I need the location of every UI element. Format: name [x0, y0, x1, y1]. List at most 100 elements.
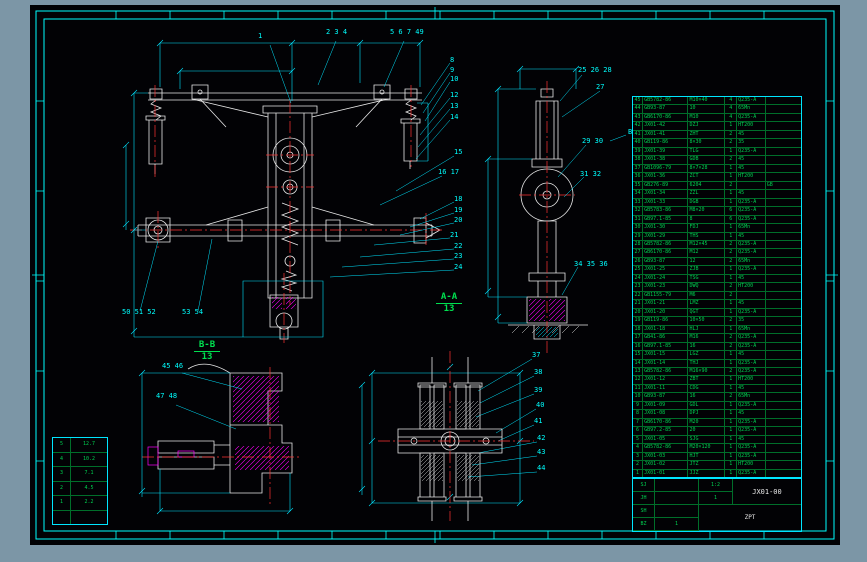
title-block-cell [655, 505, 699, 518]
part-code-cell: JX01-11 [643, 384, 689, 393]
revision-row [53, 510, 107, 525]
main-view-hatching [272, 297, 296, 309]
part-note-cell [766, 258, 801, 265]
parts-list-row: 23 JX01-23 DWQ 2 HT200 [633, 283, 801, 292]
part-material-cell: Q235-A [737, 97, 766, 105]
part-note-cell [766, 266, 801, 273]
part-name-cell: ZCT [688, 173, 726, 181]
part-note-cell [766, 131, 801, 138]
part-note-cell [766, 444, 801, 451]
part-qty-cell: 1 [725, 418, 738, 427]
part-material-cell: 45 [737, 410, 766, 418]
revision-index-cell: 4 [53, 452, 71, 466]
part-name-cell: 10 [688, 105, 726, 113]
part-note-cell [766, 385, 801, 392]
part-material-cell: Q235-A [737, 334, 766, 342]
section-name: A-A [440, 292, 458, 302]
part-material-cell: 45 [737, 190, 766, 198]
part-note-cell [766, 114, 801, 121]
title-block-qty: 1 [699, 492, 733, 505]
revision-value-cell: 12.7 [82, 441, 96, 447]
revision-value-cell [71, 511, 107, 525]
part-code-cell: JX01-25 [643, 266, 689, 274]
title-block-cell [655, 492, 699, 505]
parts-list-row: 22 GB1155-79 M6 2 [633, 291, 801, 301]
part-code-cell: JX01-12 [643, 376, 689, 384]
part-note-cell [766, 139, 801, 146]
part-callout: 40 [536, 401, 545, 409]
part-note-cell [766, 173, 801, 180]
parts-list-row: 25 JX01-25 ZJB 1 Q235-A [633, 266, 801, 275]
part-material-cell [737, 181, 766, 190]
part-qty-cell: 4 [725, 97, 738, 105]
part-material-cell [737, 291, 766, 300]
part-code-cell: JX01-02 [643, 461, 689, 469]
part-callout: 45 46 [162, 362, 184, 370]
part-note-cell [766, 343, 801, 350]
part-number-cell: 15 [633, 351, 644, 359]
parts-list-row: 15 JX01-15 LGZ 1 45 [633, 351, 801, 360]
part-qty-cell: 1 [725, 122, 738, 130]
part-number-cell: 14 [633, 359, 644, 367]
section-label: B-B 13 [194, 341, 220, 362]
revision-index-cell: 3 [53, 467, 71, 481]
section-sheet-number: 13 [443, 304, 455, 314]
part-callout: 14 [450, 113, 459, 121]
part-note-cell [766, 419, 801, 426]
part-name-cell: ZZL [688, 190, 726, 198]
parts-list-row: 24 JX01-24 TSG 1 45 [633, 274, 801, 284]
part-qty-cell: 2 [725, 317, 738, 325]
part-code-cell: GB5782-86 [643, 444, 689, 452]
part-note-cell [766, 393, 801, 400]
part-callout: 18 [454, 195, 463, 203]
part-code-cell: GB5782-86 [643, 368, 689, 376]
part-material-cell: 45 [737, 435, 766, 444]
part-qty-cell: 2 [725, 139, 738, 147]
part-name-cell: M16×90 [688, 368, 726, 376]
part-material-cell: Q235-A [737, 427, 766, 435]
part-number-cell: 6 [633, 427, 644, 435]
section-bb-centerlines [142, 367, 302, 505]
part-note-cell [766, 97, 801, 104]
part-name-cell: GDB [688, 156, 726, 164]
part-number-cell: 13 [633, 368, 644, 376]
part-material-cell: Q235-A [737, 469, 766, 478]
part-qty-cell: 1 [725, 147, 738, 156]
revision-row: 4 10.2 [53, 452, 107, 467]
part-callout: 42 [537, 434, 546, 442]
part-callout: 37 [532, 351, 541, 359]
part-code-cell: GB276-89 [643, 181, 689, 190]
part-name-cell: M12 [688, 249, 726, 257]
part-note-cell [766, 317, 801, 324]
part-qty-cell: 1 [725, 444, 738, 452]
part-note-cell [766, 368, 801, 375]
part-note-cell [766, 436, 801, 443]
part-number-cell: 33 [633, 198, 644, 207]
part-name-cell: SJG [688, 435, 726, 444]
part-name-cell: DZJ [688, 122, 726, 130]
part-note-cell [766, 156, 801, 163]
part-name-cell: JTZ [688, 461, 726, 469]
part-qty-cell: 1 [725, 198, 738, 207]
part-number-cell: 26 [633, 257, 644, 266]
part-number-cell: 3 [633, 452, 644, 461]
part-qty-cell: 6 [725, 215, 738, 223]
part-note-cell [766, 360, 801, 367]
part-material-cell: 45 [737, 156, 766, 164]
revision-value-cell: 2.2 [84, 499, 94, 505]
part-callout: 5 6 7 49 [390, 28, 424, 36]
part-material-cell: 65Mn [737, 325, 766, 334]
part-name-cell: 16 [688, 342, 726, 351]
part-material-cell: Q235-A [737, 418, 766, 427]
parts-list-table: 45 GB5782-86 M10×40 4 Q235-A 44 GB93-87 … [632, 96, 802, 478]
part-note-cell [766, 470, 801, 477]
part-code-cell: JX01-39 [643, 147, 689, 156]
part-name-cell: ZHT [688, 130, 726, 139]
part-callout: 9 [450, 66, 455, 74]
part-note-cell [766, 275, 801, 282]
parts-list-row: 6 GB97.2-85 20 1 Q235-A [633, 427, 801, 436]
part-number-cell: 2 [633, 461, 644, 469]
part-code-cell: JX01-03 [643, 452, 689, 461]
part-material-cell: Q235-A [737, 147, 766, 156]
